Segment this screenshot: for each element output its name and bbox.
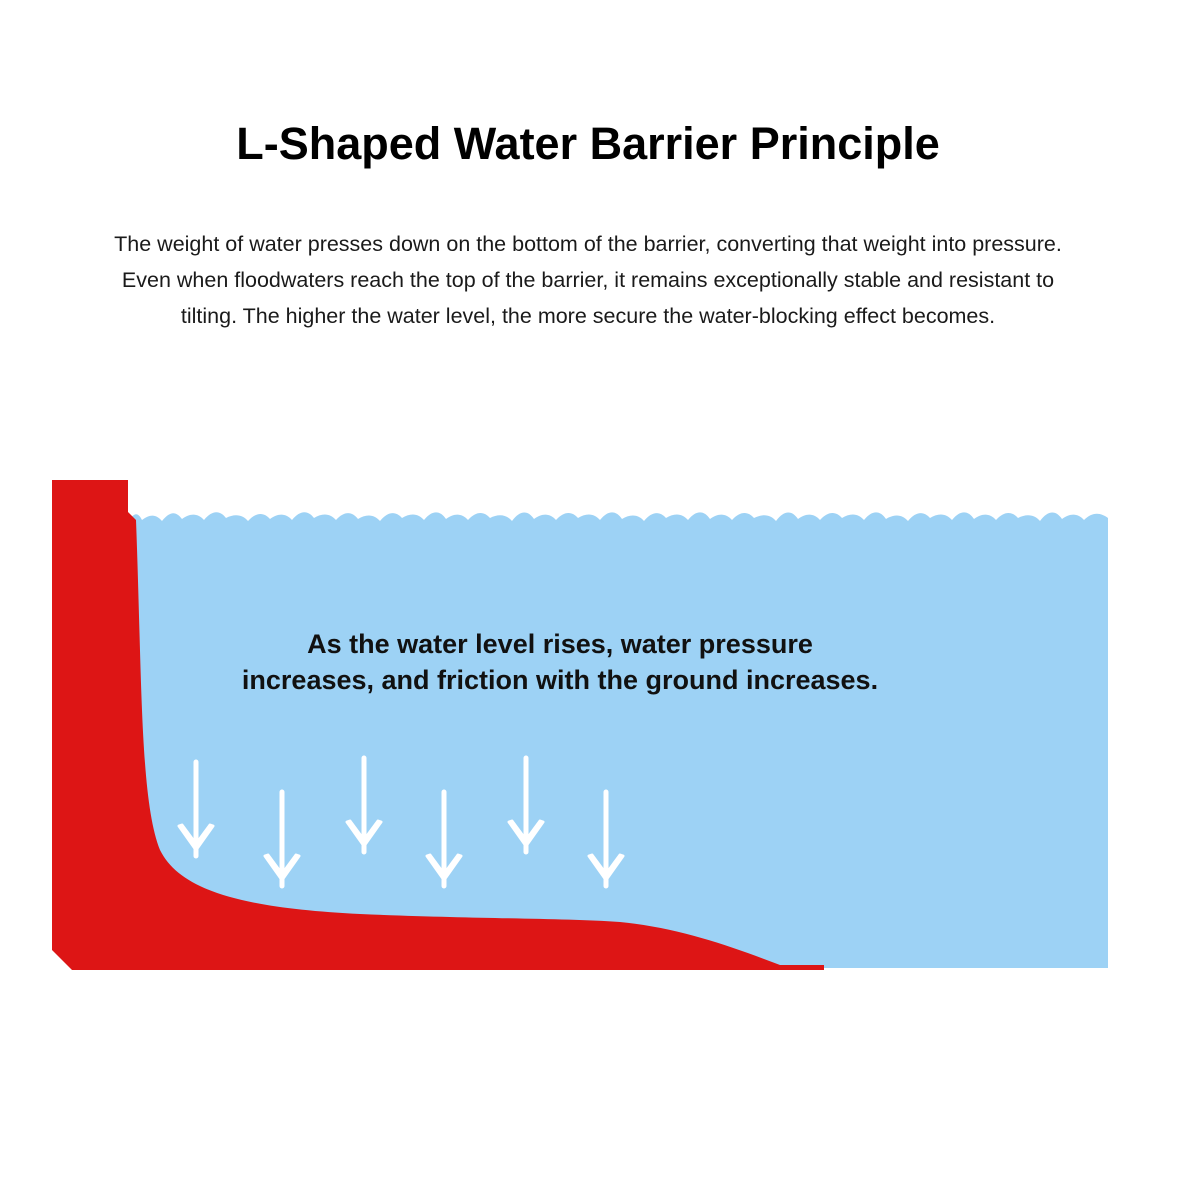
down-arrow-icon [507,755,545,855]
down-arrow-icon [587,789,625,889]
down-arrow-icon [425,789,463,889]
pressure-arrows [177,755,625,889]
description-line: Even when floodwaters reach the top of t… [121,268,1055,292]
water-body [128,512,1108,968]
description: The weight of water presses down on the … [0,226,1176,334]
description-line: tilting. The higher the water level, the… [180,304,996,328]
description-line: The weight of water presses down on the … [114,232,1062,256]
l-shaped-barrier [52,480,824,970]
down-arrow-icon [263,789,301,889]
page-title: L-Shaped Water Barrier Principle [236,118,940,169]
down-arrow-icon [177,759,215,859]
caption-line: increases, and friction with the ground … [241,665,879,695]
diagram-caption: As the water level rises, water pressure… [140,626,980,698]
caption-line: As the water level rises, water pressure [307,629,813,659]
down-arrow-icon [345,755,383,855]
